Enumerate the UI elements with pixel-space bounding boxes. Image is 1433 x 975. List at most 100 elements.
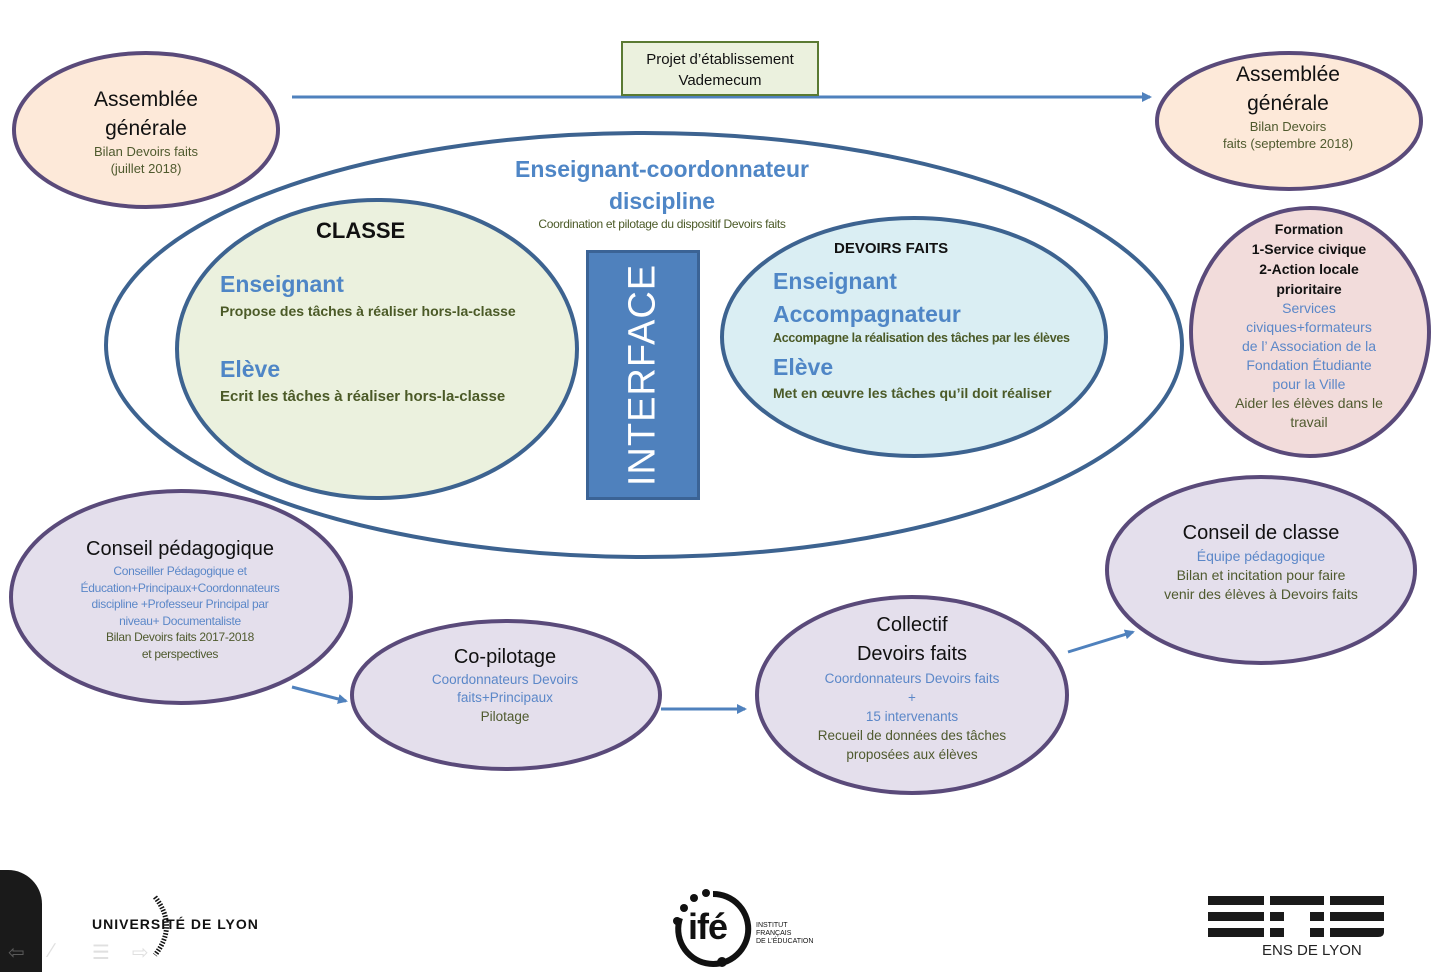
project-line2: Vademecum	[678, 72, 762, 89]
classe-role-enseignant-desc: Propose des tâches à réaliser hors-la-cl…	[220, 303, 516, 319]
conseil-pedagogique-olive-lines: Bilan Devoirs faits 2017-2018 et perspect…	[30, 629, 330, 662]
assemblee-left-title2: générale	[105, 117, 187, 140]
conseil-classe-olive-line: Bilan et incitation pour faire	[1176, 567, 1346, 583]
conseil-pedagogique-olive-line: Bilan Devoirs faits 2017-2018	[105, 630, 255, 644]
ens-de-lyon-caption: ENS DE LYON	[1262, 942, 1362, 959]
classe-heading: CLASSE	[316, 218, 406, 243]
interface-box: INTERFACE	[586, 250, 700, 500]
collectif-olive-line: Recueil de données des tâches	[817, 728, 1007, 743]
copilotage-blue-lines: Coordonnateurs Devoirs faits+Principaux	[385, 671, 625, 707]
copilotage-olive-lines: Pilotage	[385, 707, 625, 727]
formation-olive-line: travail	[1290, 414, 1328, 430]
conseil-pedagogique-blue-line: niveau+ Documentaliste	[119, 613, 241, 628]
assemblee-left-ellipse	[12, 51, 280, 209]
collectif-blue-line: 15 intervenants	[865, 709, 959, 724]
conseil-pedagogique-blue-line: discipline +Professeur Principal par	[91, 597, 269, 611]
conseil-pedagogique-ellipse	[9, 489, 353, 705]
assemblee-right-title2: générale	[1247, 92, 1329, 115]
project-box: Projet d’établissement Vademecum	[621, 41, 819, 96]
formation-bold-lines: Formation 1-Service civique 2-Action local…	[1200, 219, 1418, 299]
collectif: Collectif Devoirs faits Coordonnateurs D…	[780, 611, 1044, 764]
assemblee-right-sub1: Bilan Devoirs	[1249, 119, 1327, 134]
devoirs-faits-ellipse	[720, 216, 1108, 458]
conseil-classe-blue-lines: Équipe pédagogique	[1130, 547, 1392, 566]
devoirs-faits-heading: DEVOIRS FAITS	[834, 240, 949, 257]
classe-role-eleve: Elève	[220, 356, 281, 382]
formation-blue-line: pour la Ville	[1272, 376, 1346, 392]
back-arrow-icon[interactable]: ⇦	[8, 942, 25, 964]
formation-olive-lines: Aider les élèves dans le travail	[1200, 394, 1418, 432]
classe-role-enseignant: Enseignant	[220, 271, 344, 297]
interface-label: INTERFACE	[621, 263, 664, 487]
conseil-classe: Conseil de classe Équipe pédagogique Bil…	[1130, 519, 1392, 604]
universite-de-lyon-arc-icon	[153, 895, 169, 957]
formation-olive-line: Aider les élèves dans le	[1235, 395, 1383, 411]
ife-ring-icon	[673, 889, 752, 967]
formation-ellipse	[1189, 206, 1431, 458]
assemblee-right-sub2: faits (septembre 2018)	[1222, 136, 1354, 151]
assemblee-right: Assemblée générale Bilan Devoirs faits (…	[1172, 60, 1404, 152]
collectif-ellipse	[755, 595, 1069, 795]
formation-bold-line: 2-Action locale	[1259, 261, 1359, 277]
conseil-classe-olive-line: venir des élèves à Devoirs faits	[1164, 586, 1358, 602]
menu-icon[interactable]: ☰	[92, 942, 110, 964]
coordinator-heading: Enseignant-coordonnateur discipline Coor…	[470, 153, 854, 232]
formation-bold-line: 1-Service civique	[1251, 241, 1367, 257]
classe-role-eleve-desc: Ecrit les tâches à réaliser hors-la-clas…	[220, 388, 506, 405]
arrow-pedagogique-to-copilotage	[291, 685, 348, 704]
ens-logo-icon	[1208, 896, 1384, 937]
ife-caption-line: INSTITUT	[756, 922, 788, 929]
formation: Formation 1-Service civique 2-Action local…	[1200, 219, 1418, 432]
conseil-pedagogique-olive-line: et perspectives	[141, 646, 219, 661]
classe-ellipse	[175, 198, 579, 500]
devoirs-role-enseignant-desc: Accompagne la réalisation des tâches par…	[773, 331, 1070, 345]
coordinator-subtitle: Coordination et pilotage du dispositif D…	[538, 217, 786, 231]
ife-caption-line: DE L’ÉDUCATION	[756, 938, 814, 945]
formation-blue-line: Fondation Étudiante	[1246, 357, 1372, 373]
assemblee-left-title1: Assemblée	[94, 88, 198, 111]
formation-blue-line: de l’ Association de la	[1241, 338, 1377, 354]
devoirs-role-enseignant1: Enseignant	[773, 268, 897, 294]
copilotage-blue-line: Coordonnateurs Devoirs	[431, 672, 579, 687]
assemblee-left-sub2: (juillet 2018)	[110, 161, 182, 176]
assemblee-left-sub1: Bilan Devoirs faits	[93, 144, 199, 159]
pen-icon[interactable]: ∕	[50, 940, 54, 962]
slide-nav-panel	[0, 870, 42, 972]
conseil-pedagogique-blue-line: Conseiller Pédagogique et	[113, 564, 247, 578]
formation-bold-line: Formation	[1274, 221, 1344, 237]
universite-de-lyon-logo: UNIVERSITÉ DE LYON	[92, 916, 259, 932]
collectif-olive-lines: Recueil de données des tâches proposées a…	[780, 726, 1044, 764]
assemblee-right-ellipse	[1155, 51, 1423, 191]
formation-blue-line: Services	[1282, 300, 1336, 316]
collectif-blue-line: Coordonnateurs Devoirs faits	[824, 671, 1000, 686]
project-line1: Projet d’établissement	[646, 51, 794, 68]
conseil-classe-blue-line: Équipe pédagogique	[1196, 548, 1326, 564]
devoirs-role-enseignant2: Accompagnateur	[773, 301, 961, 327]
assemblee-left: Assemblée générale Bilan Devoirs faits (…	[30, 85, 262, 177]
copilotage-title: Co-pilotage	[453, 646, 557, 668]
conseil-pedagogique: Conseil pédagogique Conseiller Pédagogiq…	[30, 535, 330, 662]
copilotage-olive-line: Pilotage	[480, 709, 530, 724]
collectif-blue-line: +	[908, 690, 916, 705]
conseil-classe-ellipse	[1105, 475, 1417, 665]
collectif-title2: Devoirs faits	[856, 643, 968, 665]
conseil-pedagogique-title: Conseil pédagogique	[86, 538, 274, 560]
arrow-collectif-to-conseil-classe	[1067, 629, 1135, 654]
conseil-classe-olive-lines: Bilan et incitation pour faire venir des …	[1130, 566, 1392, 604]
coordinator-title2: discipline	[608, 188, 716, 214]
collectif-olive-line: proposées aux élèves	[846, 747, 978, 762]
universite-de-lyon-text: UNIVERSITÉ DE LYON	[92, 916, 259, 932]
copilotage-blue-line: faits+Principaux	[457, 690, 553, 705]
collectif-title1: Collectif	[876, 614, 948, 636]
devoirs-role-eleve: Elève	[773, 354, 834, 380]
formation-bold-line: prioritaire	[1276, 281, 1342, 297]
assemblee-right-title1: Assemblée	[1236, 63, 1340, 86]
forward-arrow-icon[interactable]: ⇨	[132, 942, 149, 964]
collectif-blue-lines: Coordonnateurs Devoirs faits +15 interven…	[780, 669, 1044, 726]
coordinator-title1: Enseignant-coordonnateur	[515, 156, 809, 182]
